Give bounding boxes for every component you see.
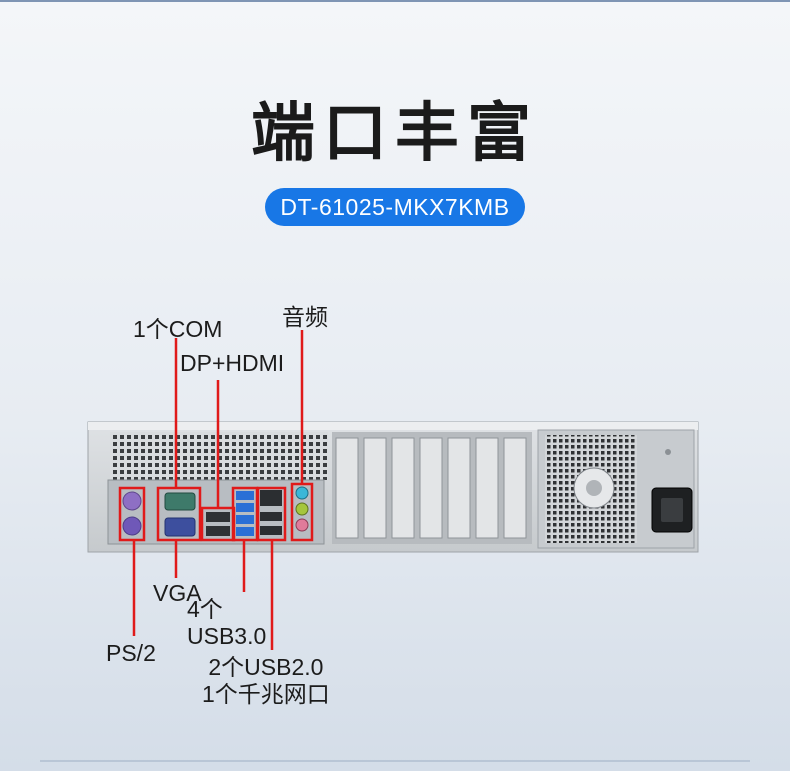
label-ps2: PS/2 — [106, 640, 156, 666]
audio-jack-line-out — [295, 502, 309, 516]
ps2-mouse-port — [122, 516, 142, 536]
chassis-top-rim — [88, 422, 698, 430]
usb3-port — [236, 491, 254, 500]
vga-port — [164, 517, 196, 537]
label-dp-hdmi: DP+HDMI — [180, 350, 285, 376]
audio-jack-line-in — [295, 486, 309, 500]
top-border-line — [0, 0, 790, 2]
lan-port — [260, 490, 282, 506]
bottom-divider — [40, 760, 750, 762]
label-vga: VGA — [153, 580, 202, 606]
hdmi-port — [206, 526, 230, 536]
label-usb3: 4个 USB3.0 — [187, 596, 267, 649]
label-audio: 音频 — [282, 304, 328, 330]
usb3-port — [236, 503, 254, 512]
label-com: 1个COM — [133, 316, 223, 342]
com-port — [164, 492, 196, 511]
usb3-port — [236, 515, 254, 524]
page-title: 端口丰富 — [251, 97, 539, 169]
usb3-port — [236, 527, 254, 536]
expansion-slots — [335, 437, 527, 539]
label-usb2-lan: 2个USB2.0 1个千兆网口 — [202, 654, 330, 707]
highlight-ps2 — [118, 486, 146, 542]
screw — [665, 449, 671, 455]
audio-jack-mic — [295, 518, 309, 532]
usb2-port — [260, 512, 282, 521]
ps2-keyboard-port — [122, 491, 142, 511]
dp-port — [206, 512, 230, 522]
usb2-port — [260, 526, 282, 535]
highlight-com-vga — [156, 486, 202, 542]
model-badge: DT-61025-MKX7KMB — [265, 188, 525, 226]
